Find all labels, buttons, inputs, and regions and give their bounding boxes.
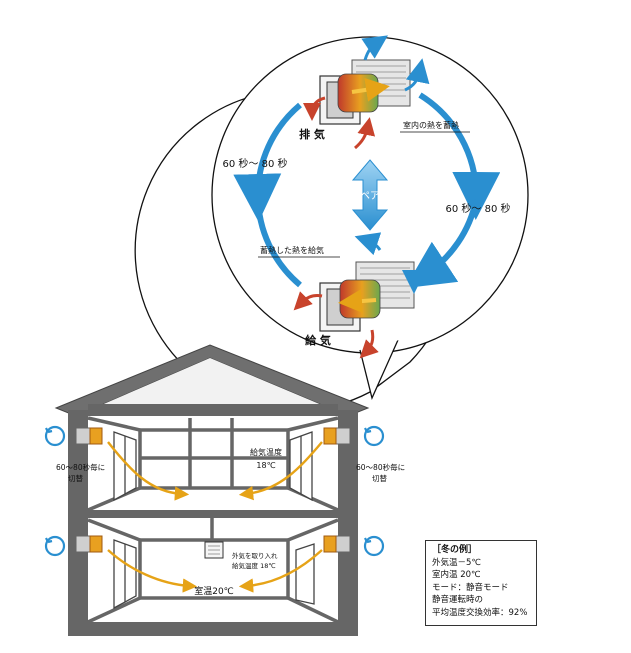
upper-fan-arrows: [303, 35, 430, 150]
unit-label-line2: 給気温度 18℃: [232, 561, 276, 570]
winter-example-title: ［冬の例］: [432, 545, 478, 555]
callout-labels: 排 気 給 気 室内の熱を蓄熱 蓄熱した熱を給気 60 秒～ 80 秒 60 秒…: [223, 120, 511, 347]
cycle-left-label: 60 秒～ 80 秒: [223, 157, 288, 170]
winter-example-line: 平均温度交換効率：92%: [432, 607, 528, 618]
store-heat-label: 室内の熱を蓄熱: [403, 120, 459, 130]
winter-example-line: モード：静音モード: [432, 582, 509, 593]
air-flow-arrows: [107, 441, 323, 593]
switch-right-line1: 60～80秒毎に: [356, 462, 405, 472]
house: [44, 344, 385, 636]
rotate-icon-upper-right: [363, 425, 385, 447]
room-temp-label: 室温20℃: [194, 585, 234, 597]
upper-temp-value: 18℃: [256, 461, 275, 470]
wall-right: [338, 410, 358, 636]
house-attic: [76, 358, 348, 416]
winter-example-line: 静音運転時の: [432, 595, 484, 605]
fan-unit-upper: [319, 59, 411, 125]
door-lower-right: [295, 543, 315, 605]
upper-temp-label: 給気温度: [250, 447, 282, 457]
cycle-arrows: [233, 92, 501, 289]
unit-label-line1: 外気を取り入れ: [232, 551, 278, 560]
winter-example-box: ［冬の例］ 外気温－5℃ 室内温 20℃ モード：静音モード 静音運転時の 平均…: [425, 540, 537, 626]
winter-example-line: 外気温－5℃: [432, 557, 481, 568]
house-labels: 給気温度 18℃ 室温20℃ 外気を取り入れ 給気温度 18℃ 60～80秒毎に…: [56, 447, 405, 597]
winter-example-line: 室内温 20℃: [432, 570, 481, 580]
release-heat-label: 蓄熱した熱を給気: [260, 245, 324, 255]
floor-ground: [68, 622, 358, 636]
floor-middle: [88, 510, 338, 518]
cycle-arrow-right-bottom: [404, 199, 479, 289]
cycle-arrow-left-bottom: [255, 195, 302, 288]
exhaust-label: 排 気: [299, 127, 325, 141]
switch-right-line2: 切替: [372, 473, 387, 483]
switch-left-line1: 60～80秒毎に: [56, 462, 105, 472]
cycle-arrow-right-top: [418, 92, 501, 220]
central-unit-grill: [208, 545, 220, 555]
wall-units: [75, 427, 351, 553]
switch-left-line2: 切替: [68, 473, 83, 483]
ceiling-upper: [88, 404, 338, 416]
supply-label: 給 気: [305, 333, 331, 347]
rotate-icon-lower-left: [44, 535, 66, 557]
pair-label: ペア: [360, 191, 380, 202]
lower-fan-arrows: [293, 232, 427, 359]
rotate-icon-upper-left: [44, 425, 66, 447]
rotate-icon-lower-right: [363, 535, 385, 557]
pair-arrow: ペア: [351, 159, 389, 231]
fan-unit-lower: [319, 261, 415, 332]
wall-left: [68, 410, 88, 636]
cycle-arrow-left-top: [233, 102, 302, 222]
rotation-icons: [44, 425, 385, 557]
cycle-right-label: 60 秒～ 80 秒: [446, 202, 511, 215]
lower-room-lines: [87, 518, 339, 624]
